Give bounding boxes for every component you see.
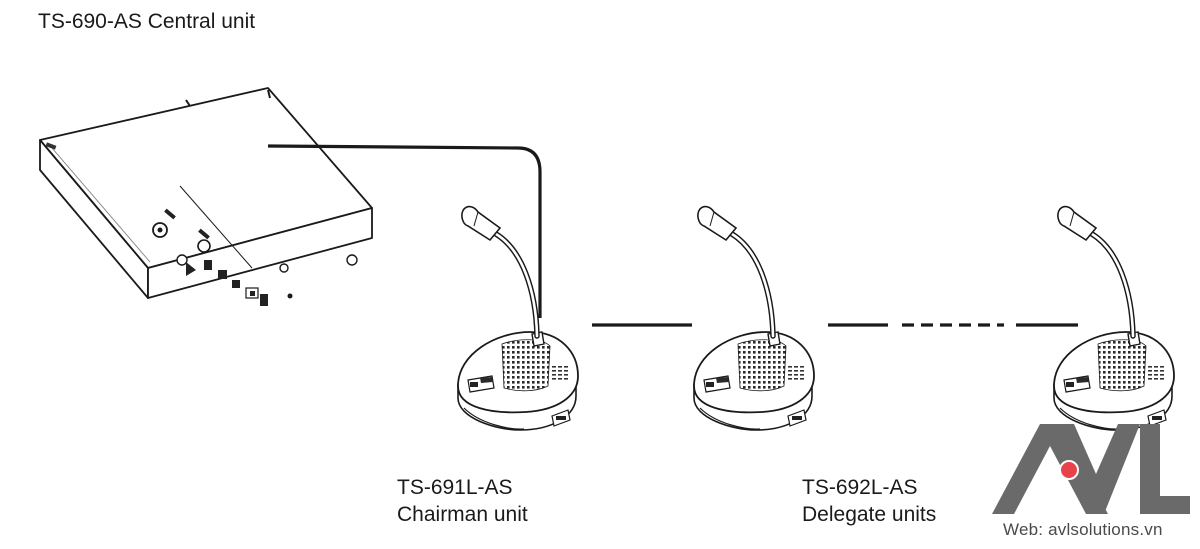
central-unit-image bbox=[39, 87, 373, 306]
delegate-unit-image-1 bbox=[694, 207, 814, 430]
chairman-role: Chairman unit bbox=[397, 503, 528, 526]
diagram-title: TS-690-AS Central unit bbox=[38, 10, 256, 33]
avl-logo bbox=[992, 424, 1190, 514]
delegate-unit-label: TS-692L-AS Delegate units bbox=[802, 474, 936, 528]
chairman-model: TS-691L-AS bbox=[397, 476, 513, 499]
chairman-unit-label: TS-691L-AS Chairman unit bbox=[397, 474, 528, 528]
cable-central-to-chairman bbox=[267, 144, 542, 318]
website-text: Web: avlsolutions.vn bbox=[1003, 520, 1163, 539]
delegate-model: TS-692L-AS bbox=[802, 476, 918, 499]
delegate-role: Delegate units bbox=[802, 503, 937, 526]
delegate-unit-image-2 bbox=[1054, 207, 1174, 430]
chairman-unit-image bbox=[458, 207, 578, 430]
